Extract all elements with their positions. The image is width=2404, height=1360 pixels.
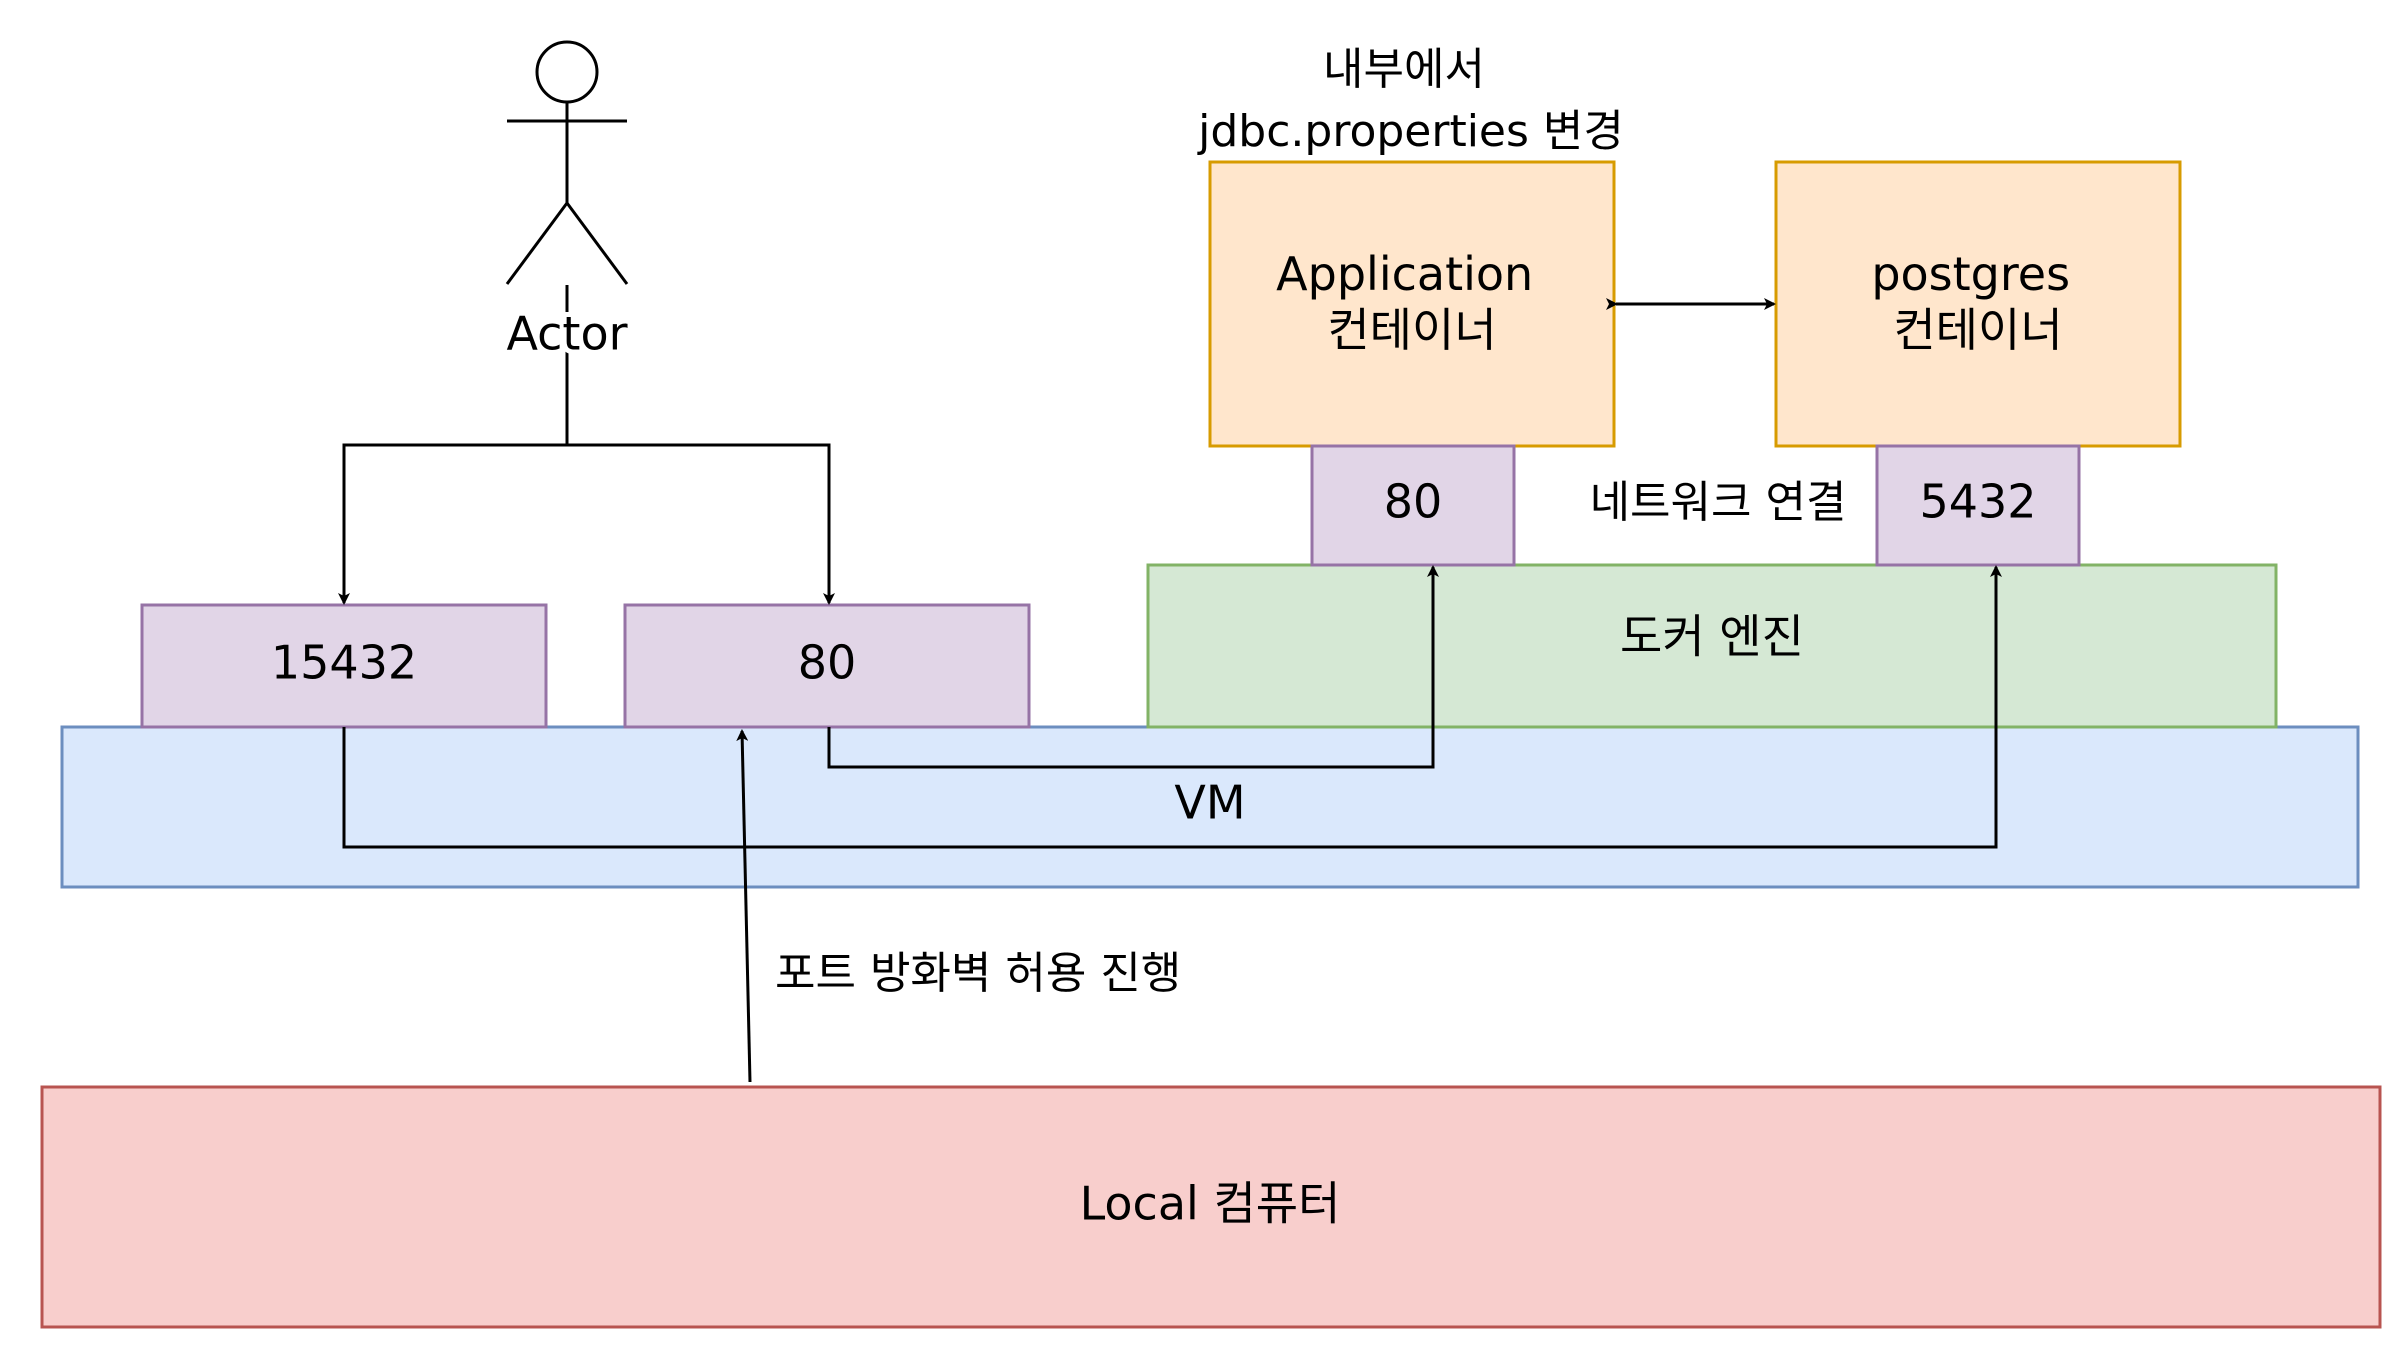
local-to-vm80-arrow <box>736 729 752 1083</box>
docker-engine-label: 도커 엔진 <box>1620 610 1804 664</box>
vm-label: VM <box>1174 776 1245 830</box>
application-note: 내부에서 jdbc.properties 변경 <box>1197 44 1624 157</box>
postgres-container-box[interactable] <box>1774 160 2182 448</box>
application-title: Application <box>1276 247 1533 301</box>
vm-port-80-label: 80 <box>798 636 857 690</box>
local-computer-label: Local 컴퓨터 <box>1080 1177 1341 1231</box>
postgres-port-label: 5432 <box>1919 475 2036 529</box>
application-subtitle: 컨테이너 <box>1327 303 1496 357</box>
stick-figure-icon <box>505 40 629 285</box>
application-container-label: Application 컨테이너 <box>1276 247 1548 357</box>
application-container-box[interactable] <box>1208 160 1616 448</box>
docker-engine-box[interactable] <box>1146 563 2278 729</box>
local-computer-box[interactable] <box>40 1085 2382 1329</box>
network-label: 네트워크 연결 <box>1590 477 1847 528</box>
vm-box[interactable] <box>60 725 2360 889</box>
application-note-line2: jdbc.properties 변경 <box>1197 106 1624 157</box>
port-forwarding-lines <box>342 298 2002 1083</box>
postgres-port-box[interactable] <box>1875 444 2081 567</box>
actor-to-port-80-arrow <box>567 443 835 605</box>
actor-to-port-15432-arrow <box>338 285 569 605</box>
vm-port-15432-label: 15432 <box>271 636 417 690</box>
postgres-container-label: postgres 컨테이너 <box>1871 247 2084 357</box>
vm-port-15432-box[interactable] <box>140 603 548 729</box>
application-port-box[interactable] <box>1310 444 1516 567</box>
actor-connectors <box>338 285 835 605</box>
actor-label: Actor <box>506 307 627 361</box>
vm15432-to-postgres5432-arrow <box>342 565 2002 849</box>
vm80-to-app80-arrow <box>827 565 1439 769</box>
vm-port-80-box[interactable] <box>623 603 1031 729</box>
firewall-label: 포트 방화벽 허용 진행 <box>775 948 1181 999</box>
application-note-line1: 내부에서 <box>1323 44 1485 95</box>
postgres-title: postgres <box>1871 247 2070 301</box>
application-port-label: 80 <box>1384 475 1443 529</box>
postgres-subtitle: 컨테이너 <box>1893 303 2062 357</box>
